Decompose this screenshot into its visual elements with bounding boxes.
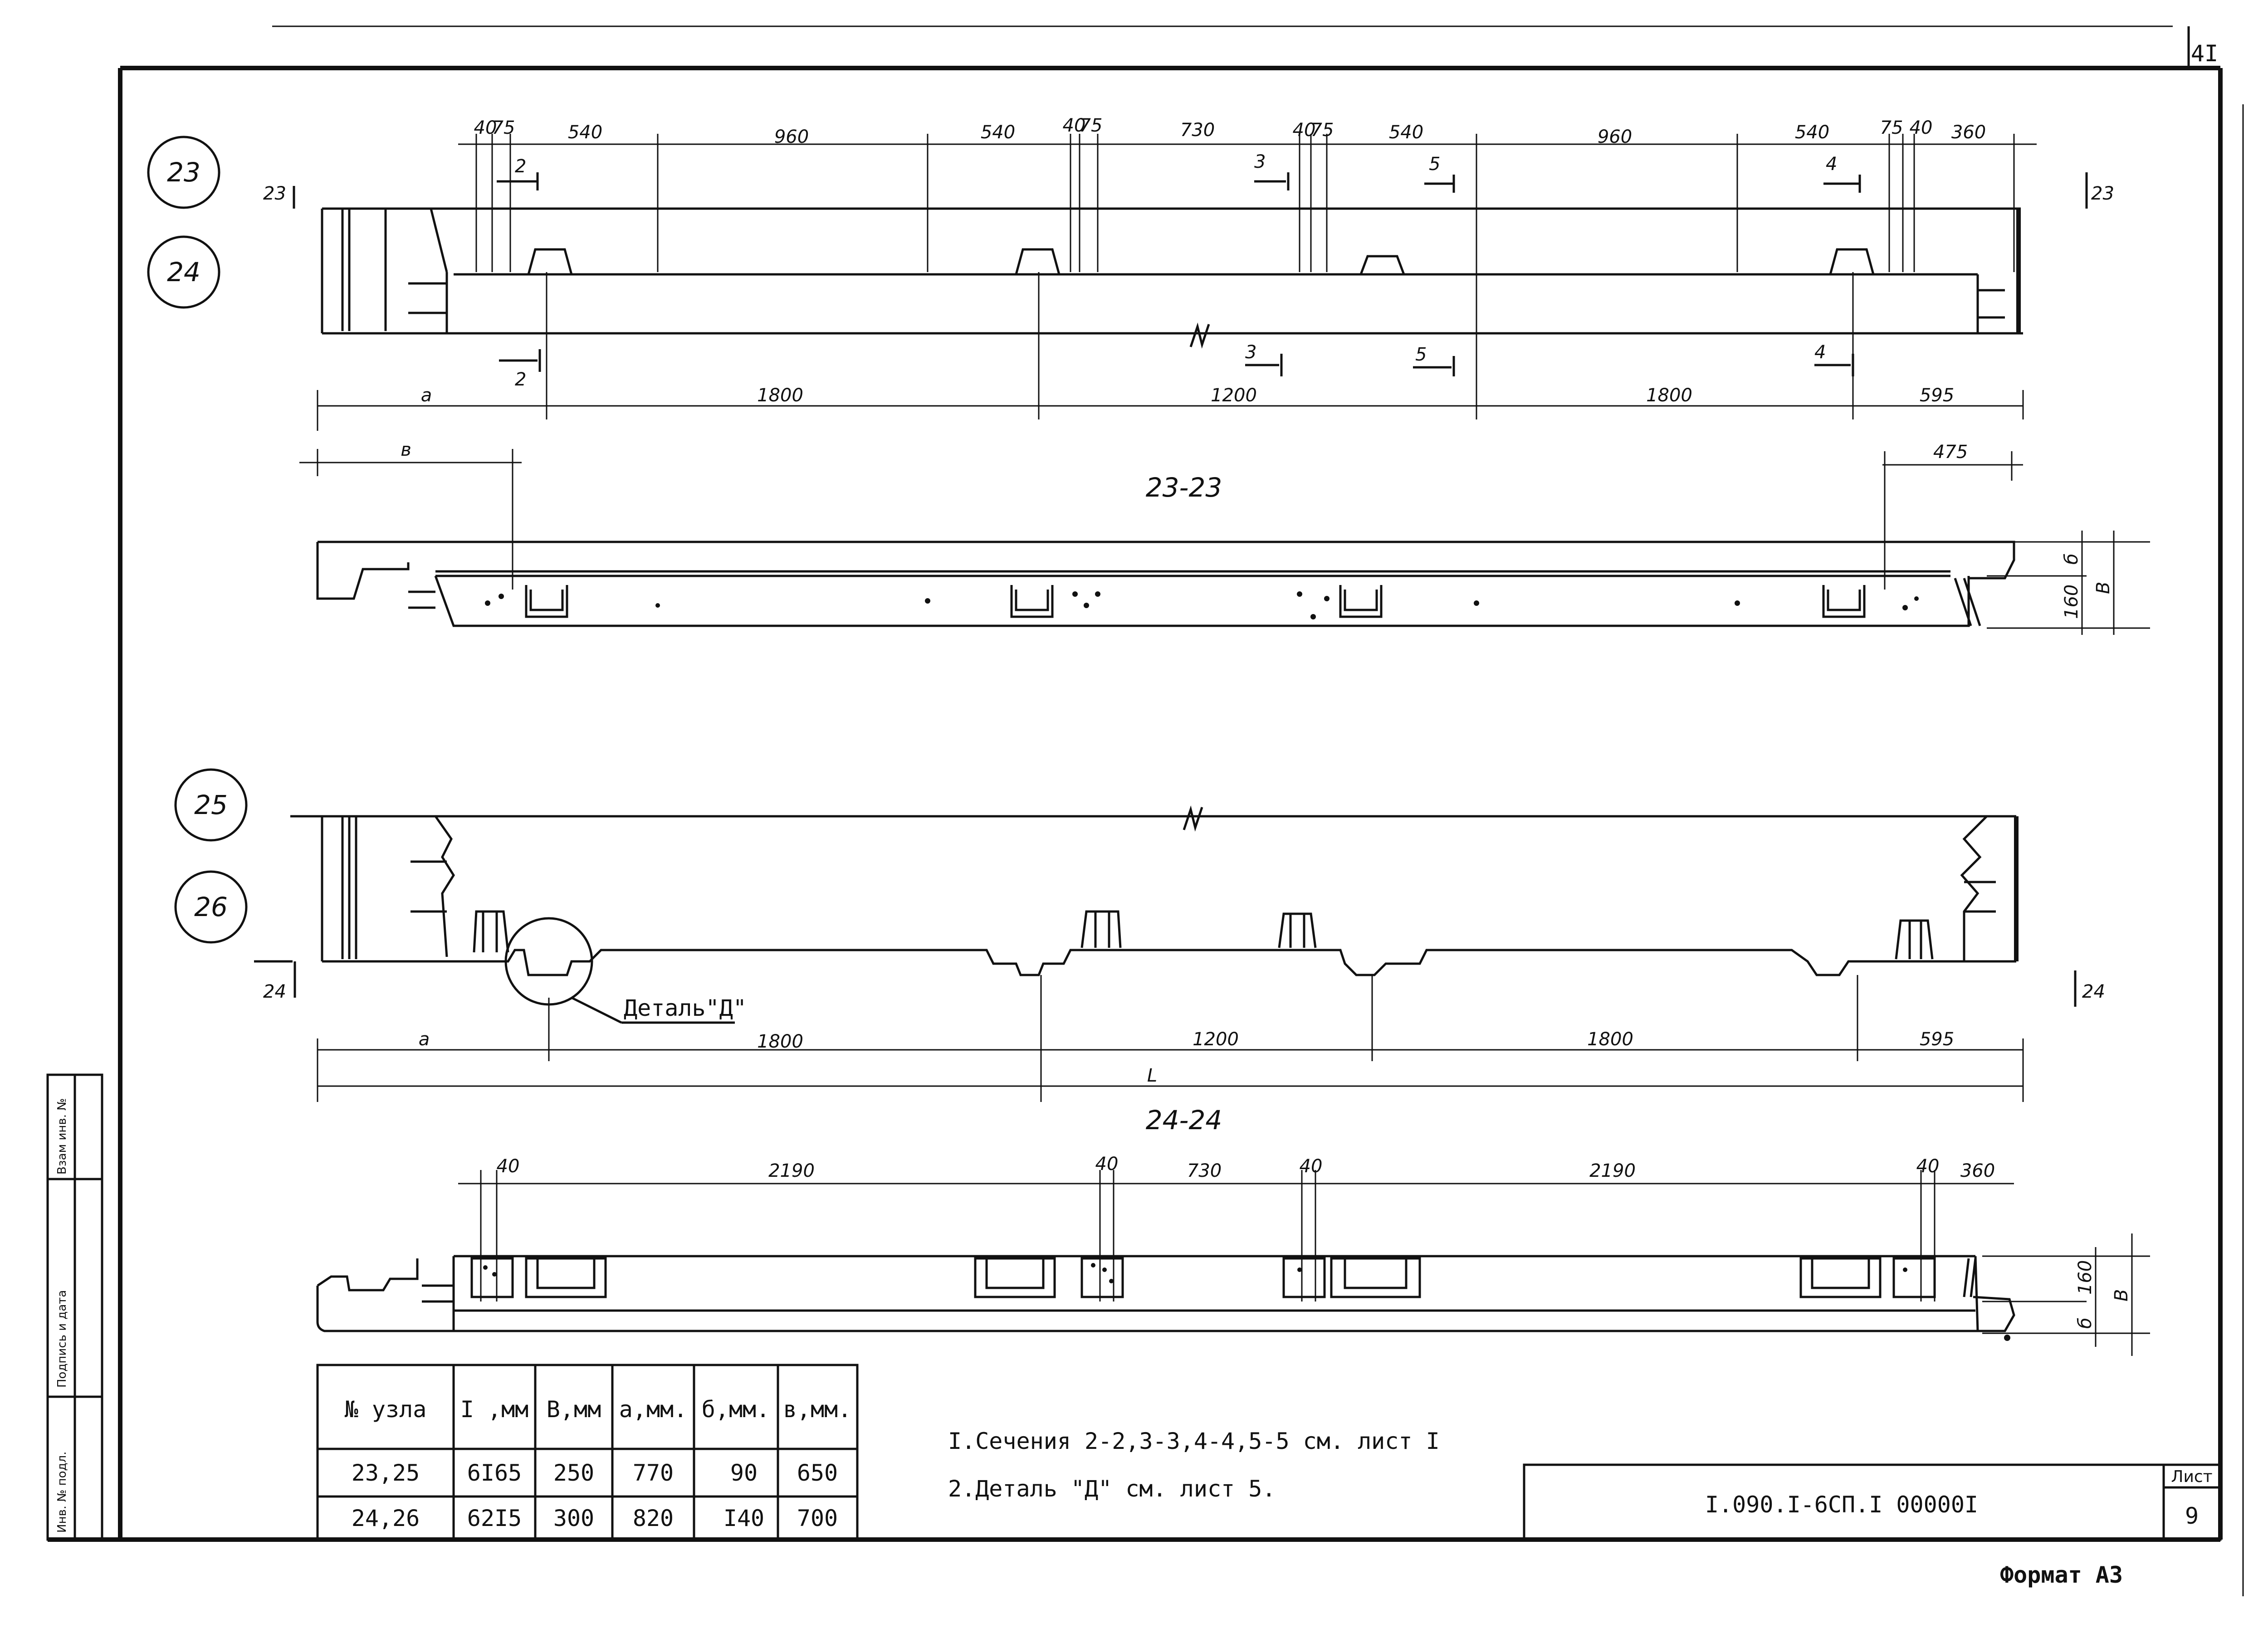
- section-5-bottom: 5: [1415, 344, 1427, 365]
- title-block: I.090.I-6СП.I 00000I Лист 9: [1523, 1463, 2222, 1541]
- section-4-bottom: 4: [1814, 342, 1826, 363]
- top-dim-6: 40: [1063, 115, 1086, 136]
- side-stamp: Инв. № подл. Подпись и дата Взам инв. №: [46, 1073, 103, 1541]
- table-row-1-I: 6I65: [467, 1460, 522, 1486]
- section-3-bottom: 3: [1245, 342, 1256, 363]
- section-5-top: 5: [1429, 154, 1440, 175]
- section-3-top: 3: [1254, 151, 1266, 172]
- top-dim-15: 40: [1910, 117, 1933, 138]
- dim-23-delta: б: [2061, 553, 2082, 565]
- lower-dim-1800-b: 1800: [1587, 1029, 1633, 1050]
- upper-plan-view: 40 75 540 960 540 40 75 730 40 75 540 96…: [263, 115, 2114, 431]
- section-2-top: 2: [515, 156, 526, 177]
- lower-dim-1200: 1200: [1193, 1029, 1239, 1050]
- doc-code: I.090.I-6СП.I 00000I: [1705, 1492, 1978, 1518]
- top-dim-10: 75: [1311, 120, 1334, 141]
- upper-dim-1800-a: 1800: [757, 385, 803, 406]
- section-24-left: 24: [263, 981, 286, 1002]
- top-dim-2: 75: [492, 117, 515, 138]
- stamp-signature-date: Подпись и дата: [55, 1290, 69, 1388]
- table-header-b: б,мм.: [702, 1396, 770, 1423]
- upper-dim-595: 595: [1920, 385, 1954, 406]
- section-23-23: в 475 23-23: [299, 439, 2150, 635]
- lower-dim-a: a: [419, 1029, 430, 1050]
- top-dim-4: 960: [774, 127, 809, 147]
- dim-23-B: В: [2093, 582, 2114, 594]
- dim-24-3: 40: [1095, 1154, 1119, 1175]
- table-row-1-B: 250: [553, 1460, 594, 1486]
- note-2: 2.Деталь "Д" см. лист 5.: [948, 1476, 1276, 1502]
- list-label: Лист: [2171, 1467, 2212, 1486]
- section-24-right: 24: [2082, 981, 2105, 1002]
- top-dim-9: 40: [1293, 120, 1316, 141]
- lower-elevation-view: Деталь"Д" 24 24 a 1800 1200 1800 595 L: [254, 805, 2105, 1102]
- dim-23-right: 475: [1933, 442, 1968, 463]
- table-header-v: в,мм.: [783, 1396, 852, 1423]
- node-table: № узла I ,мм В,мм а,мм. б,мм. в,мм. 23,2…: [316, 1364, 859, 1541]
- table-row-1-a: 770: [633, 1460, 674, 1486]
- top-dim-8: 730: [1180, 120, 1215, 141]
- top-dim-7: 75: [1080, 115, 1103, 136]
- section-4-top: 4: [1826, 154, 1837, 175]
- table-row-2-b: I40: [723, 1505, 764, 1531]
- table-row-2-I: 62I5: [467, 1505, 522, 1531]
- dim-23-left: в: [401, 439, 411, 460]
- dim-24-5: 40: [1300, 1156, 1323, 1177]
- table-row-2-B: 300: [553, 1505, 594, 1531]
- format-label: Формат А3: [2000, 1562, 2123, 1588]
- lower-dim-595: 595: [1920, 1029, 1954, 1050]
- section-24-title: 24-24: [1146, 1105, 1222, 1136]
- table-row-2-v: 700: [797, 1505, 838, 1531]
- section-24-24: 24-24 40 2190 40 730 40 2190 40 360: [316, 1105, 2150, 1356]
- table-row-1-v: 650: [797, 1460, 838, 1486]
- node-callouts: 23 24 25 26: [147, 136, 248, 944]
- callout-24: 24: [167, 257, 200, 288]
- table-row-2-a: 820: [633, 1505, 674, 1531]
- dim-24-B: В: [2111, 1289, 2132, 1302]
- dim-24-2: 2190: [768, 1160, 815, 1181]
- upper-dim-a: a: [421, 385, 432, 406]
- top-dim-11: 540: [1389, 122, 1423, 143]
- table-row-2-node: 24,26: [352, 1505, 420, 1531]
- dim-24-6: 2190: [1589, 1160, 1636, 1181]
- callout-26: 26: [194, 892, 228, 922]
- top-dim-12: 960: [1598, 127, 1632, 147]
- section-23-left: 23: [263, 183, 286, 204]
- table-header-I: I ,мм: [460, 1396, 529, 1423]
- section-2-bottom: 2: [515, 369, 526, 390]
- top-dim-13: 540: [1795, 122, 1829, 143]
- table-header-B: В,мм: [547, 1396, 601, 1423]
- dim-23-160: 160: [2061, 585, 2082, 619]
- table-row-1-b: 90: [730, 1460, 758, 1486]
- detail-d-label: Деталь"Д": [624, 995, 747, 1021]
- dim-24-160: 160: [2075, 1260, 2096, 1295]
- list-number: 9: [2185, 1503, 2199, 1529]
- stamp-replace-inv: Взам инв. №: [55, 1098, 69, 1175]
- section-23-title: 23-23: [1146, 472, 1222, 503]
- dim-24-8: 360: [1960, 1160, 1995, 1181]
- dim-24-7: 40: [1916, 1156, 1940, 1177]
- top-dim-5: 540: [981, 122, 1015, 143]
- callout-23: 23: [167, 157, 200, 188]
- upper-dim-1800-b: 1800: [1646, 385, 1692, 406]
- lower-dim-1800-a: 1800: [757, 1031, 803, 1052]
- top-dim-16: 360: [1951, 122, 1986, 143]
- note-1: I.Сечения 2-2,3-3,4-4,5-5 см. лист I: [948, 1428, 1440, 1454]
- total-length-L: L: [1147, 1065, 1157, 1086]
- table-row-1-node: 23,25: [352, 1460, 420, 1486]
- table-header-a: а,мм.: [619, 1396, 688, 1423]
- callout-25: 25: [194, 790, 228, 820]
- dim-24-4: 730: [1187, 1160, 1222, 1181]
- sheet-number: 4I: [2191, 40, 2218, 67]
- upper-dim-1200: 1200: [1211, 385, 1257, 406]
- stamp-inv-orig: Инв. № подл.: [55, 1452, 69, 1533]
- dim-24-delta: б: [2075, 1317, 2096, 1329]
- top-dim-14: 75: [1880, 117, 1903, 138]
- section-23-right: 23: [2091, 183, 2114, 204]
- dim-24-1: 40: [497, 1156, 520, 1177]
- table-header-node: № узла: [345, 1396, 427, 1423]
- top-dim-3: 540: [568, 122, 602, 143]
- top-dim-1: 40: [474, 117, 497, 138]
